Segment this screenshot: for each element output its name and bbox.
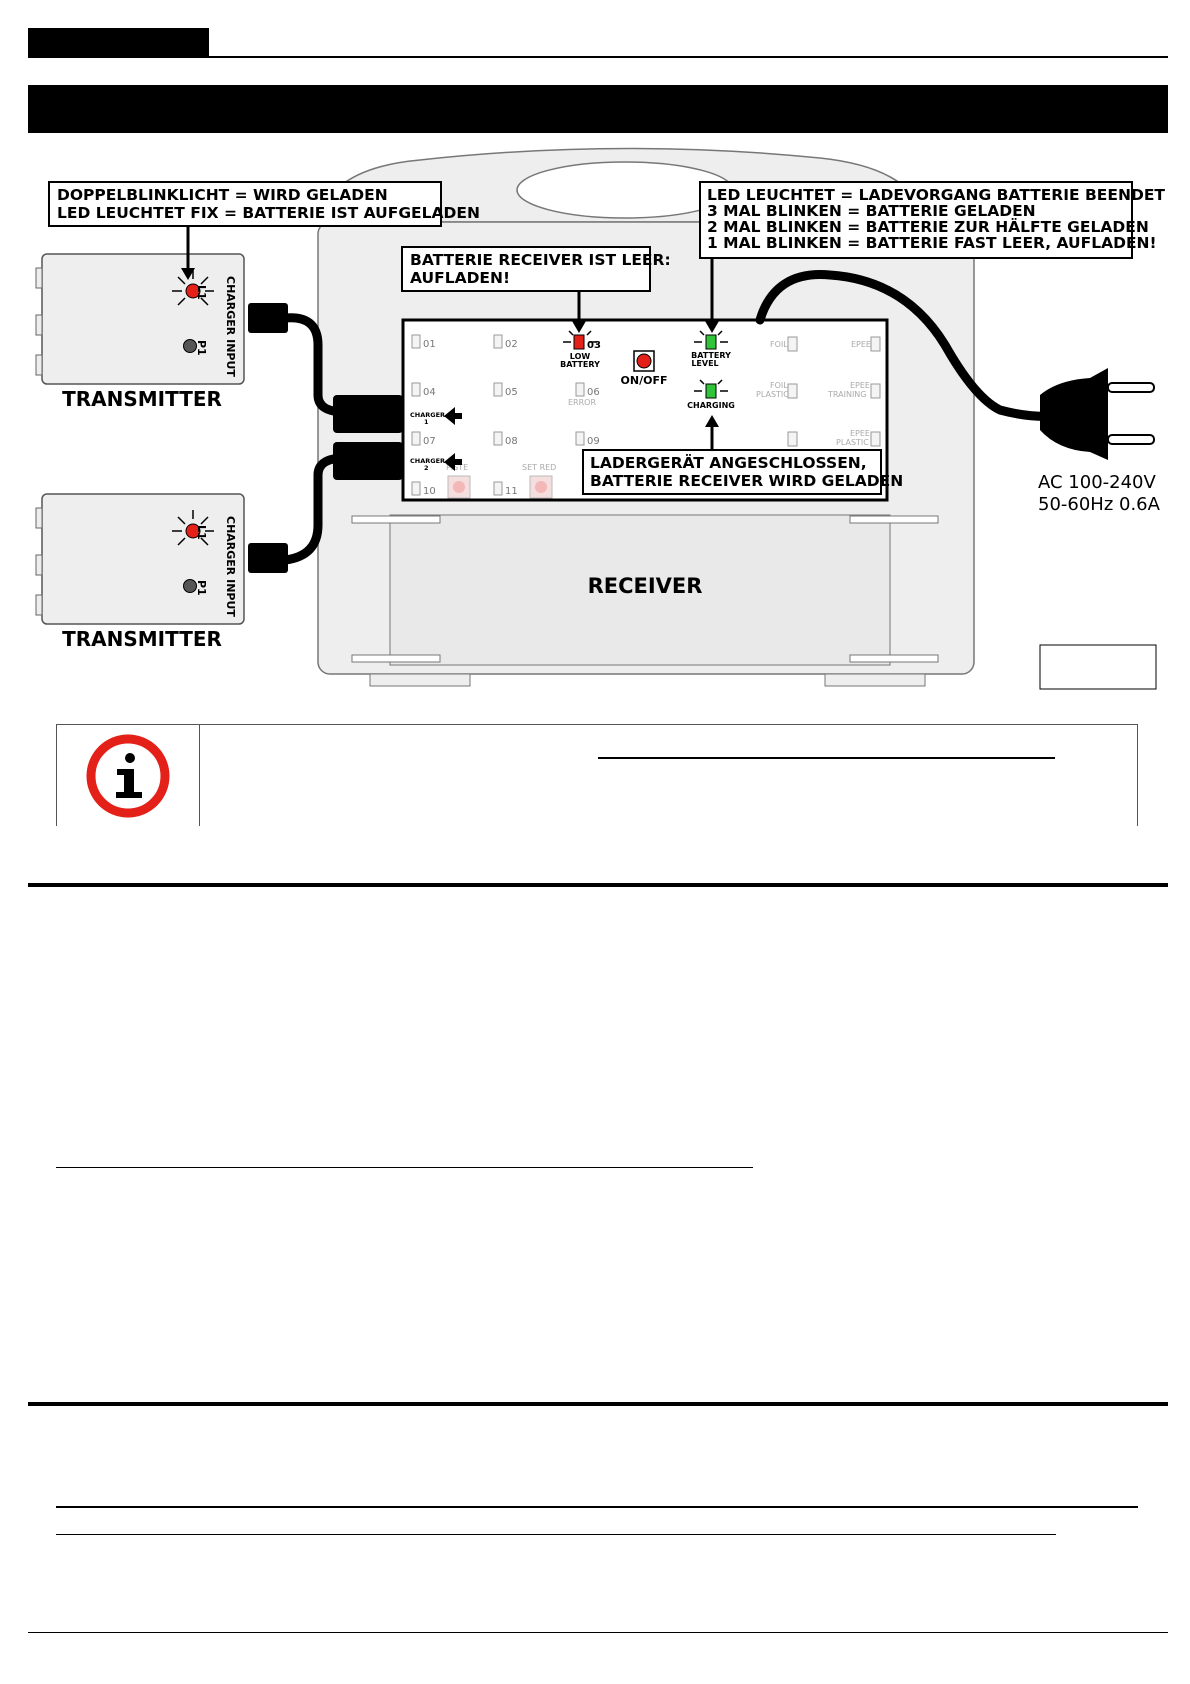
p1-label: P1 [195,340,208,356]
section-rule-1 [28,883,1168,887]
charging-label: CHARGING [687,401,735,410]
info-note-box [56,724,1138,826]
foil-plastic-label-2: PLASTIC [756,390,789,399]
section-title-bar [28,85,1168,133]
slot-06: 06 [587,387,600,398]
transmitter1-charger-input: CHARGER INPUT [224,276,237,377]
epee-training-label-2: TRAINING [827,390,866,399]
callout-charger-connected-line1: LADERGERÄT ANGESCHLOSSEN, [590,453,867,472]
callout-battery-level-line4: 1 MAL BLINKEN = BATTERIE FAST LEER, AUFL… [707,234,1157,252]
transmitter-2: L1 P1 CHARGER INPUT [35,493,245,625]
callout-battery-level-line3: 2 MAL BLINKEN = BATTERIE ZUR HÄLFTE GELA… [707,217,1149,236]
charger1-label-2: 1 [424,418,429,426]
slot-02: 02 [505,339,518,350]
underline-3 [56,1534,1056,1535]
l1-led-rays-icon [172,270,214,306]
transmitter2-plug [248,543,288,573]
set-red-label: SET RED [522,463,556,472]
slot-10: 10 [423,486,436,497]
transmitter1-label: TRANSMITTER [62,387,222,411]
callout-receiver-empty-line2: AUFLADEN! [410,269,510,287]
error-label: ERROR [568,398,596,407]
charger2-plug [333,442,403,480]
battery-level-label-1: BATTERY [691,351,731,360]
receiver-label: RECEIVER [588,574,703,598]
slot-05: 05 [505,387,518,398]
header-tab [28,28,209,56]
slot-08: 08 [505,436,518,447]
l1-label-2: L1 [195,525,208,540]
power-plug-icon [1040,368,1155,460]
charger1-plug [333,395,403,433]
empty-label-box [1039,644,1157,690]
charger1-label-1: CHARGER [410,411,445,419]
callout-battery-level-line2: 3 MAL BLINKEN = BATTERIE GELADEN [707,202,1036,220]
transmitter-1: L1 P1 CHARGER INPUT [35,253,245,385]
foil-plastic-label-1: FOIL [770,381,788,390]
low-battery-label-1: LOW [570,352,591,361]
l1-led-rays-icon-2 [172,510,214,546]
l1-led-icon-2 [185,523,201,539]
foil-label: FOIL [770,340,788,349]
battery-level-led [694,330,728,350]
charging-cables [280,270,1060,565]
onoff-label: ON/OFF [621,374,668,387]
epee-training-label-1: EPEE [850,381,870,390]
section-rule-2 [28,1402,1168,1406]
slot-04: 04 [423,387,436,398]
power-spec-2: 50-60Hz 0.6A [1038,494,1161,515]
callout-transmitter-led-line2: LED LEUCHTET FIX = BATTERIE IST AUFGELAD… [57,204,480,222]
info-underline [598,757,1055,759]
callout-transmitter-led-line1: DOPPELBLINKLICHT = WIRD GELADEN [57,186,388,204]
slot-09: 09 [587,436,600,447]
info-icon [86,734,170,818]
p1-button-icon-2 [183,579,197,593]
p1-button-icon [183,339,197,353]
charger1-arrow-icon [444,407,462,425]
charger2-label-2: 2 [424,464,429,472]
callout-charger-connected [582,449,882,495]
charger2-label-1: CHARGER [410,457,445,465]
transmitter1-plug [248,303,288,333]
epee-plastic-label-2: PLASTIC [836,438,869,447]
charging-diagram: RECEIVER 01 02 04 05 06 ERROR 07 08 09 1… [35,147,1165,690]
callout-receiver-empty [401,246,651,292]
low-battery-led [563,330,597,350]
callout-receiver-empty-line1: BATTERIE RECEIVER IST LEER: [410,251,671,269]
header-rule [28,56,1168,58]
l1-led-icon [185,283,201,299]
transmitter2-label: TRANSMITTER [62,627,222,651]
transmitter2-charger-input: CHARGER INPUT [224,516,237,617]
slot-01: 01 [423,339,436,350]
battery-level-label-2: LEVEL [691,359,718,368]
callout-charger-connected-line2: BATTERIE RECEIVER WIRD GELADEN [590,472,903,490]
callout-battery-level-line1: LED LEUCHTET = LADEVORGANG BATTERIE BEEN… [707,186,1165,204]
epee-plastic-label-1: EPEE [850,429,870,438]
l1-label: L1 [195,285,208,300]
low-battery-label-2: BATTERY [560,360,600,369]
slot-11: 11 [505,486,518,497]
info-note-divider [199,724,200,826]
epee-label: EPEE [851,340,871,349]
underline-1 [56,1167,753,1168]
charging-led [694,379,728,399]
slot-07: 07 [423,436,436,447]
charger2-arrow-icon [444,453,462,471]
underline-2 [56,1506,1138,1508]
p1-label-2: P1 [195,580,208,596]
onoff-button-icon [636,353,652,369]
slot-03: 03 [587,340,601,351]
footer-rule [28,1632,1168,1633]
callout-battery-level [699,181,1133,259]
callout-transmitter-led [48,181,442,227]
power-spec-1: AC 100-240V [1038,472,1156,493]
piste-label: PISTE [446,463,468,472]
